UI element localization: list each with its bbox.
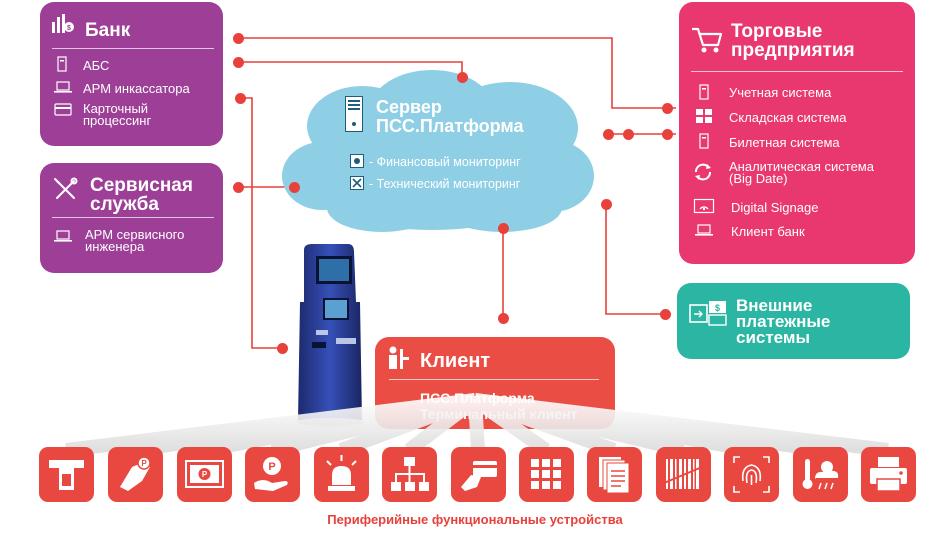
bank-item-abs: АБС [83, 58, 110, 73]
external-box: $ Внешние платежные системы [677, 283, 910, 359]
climate-sensor-icon [802, 459, 839, 490]
connector-dot [600, 198, 612, 210]
service-title: Сервисная служба [90, 175, 193, 215]
peripheral-fingerprint-scanner [724, 447, 779, 502]
peripheral-coin-dispenser: P [245, 447, 300, 502]
peripheral-cash-dispenser [39, 447, 94, 502]
connector-dot [234, 92, 246, 104]
analytics-icon [695, 163, 711, 181]
svg-text:$: $ [715, 303, 720, 313]
svg-text:P: P [268, 461, 275, 473]
printer-icon [870, 457, 907, 492]
bank-title: Банк [85, 20, 131, 41]
peripheral-document-printer [587, 447, 642, 502]
connector-dot [232, 181, 244, 193]
server-icon [699, 133, 709, 149]
laptop-icon [695, 224, 713, 236]
barcode-scanner-icon [663, 459, 703, 489]
server-title: Сервер ПСС.Платформа [376, 97, 524, 136]
client-title: Клиент [420, 350, 491, 372]
connector-dot [456, 71, 468, 83]
peripheral-alarm-light [314, 447, 369, 502]
server-cloud [282, 70, 594, 232]
alarm-light-icon [326, 455, 357, 491]
tools-icon [54, 177, 78, 199]
peripheral-banknote-acceptor: P [177, 447, 232, 502]
bank-item-arm-collector: АРМ инкассатора [83, 81, 190, 96]
connector-dot [659, 308, 671, 320]
server-item-technical: - Технический мониторинг [369, 177, 521, 191]
connector-dot [497, 312, 509, 324]
connector-dot [661, 102, 673, 114]
trade-item-warehouse: Складская система [729, 110, 847, 125]
cart-icon [692, 27, 723, 53]
peripheral-printer [861, 447, 916, 502]
server-item-financial: - Финансовый мониторинг [369, 155, 521, 169]
trade-box: Торговые предприятия Учетная система Скл… [679, 2, 915, 264]
peripheral-climate-sensor [793, 447, 848, 502]
trade-divider [691, 71, 903, 72]
bank-item-card-processing: Карточный процессинг [83, 101, 152, 128]
server-tower-icon [345, 96, 363, 132]
connector-dot [232, 56, 244, 68]
coin-dispenser-icon: P [254, 457, 288, 491]
peripheral-card-reader: P [108, 447, 163, 502]
keypad-icon [531, 459, 561, 489]
peripheral-nfc-card [451, 447, 506, 502]
document-printer-icon [599, 457, 630, 494]
connector-dot [497, 222, 509, 234]
trade-item-accounting: Учетная система [729, 85, 832, 100]
peripheral-keypad [519, 447, 574, 502]
signage-icon [693, 198, 715, 214]
card-icon [54, 103, 72, 116]
connector-dot [622, 128, 634, 140]
tech-monitor-icon [350, 176, 364, 190]
trade-title: Торговые предприятия [731, 21, 855, 61]
trade-item-ticketing: Билетная система [729, 135, 840, 150]
network-icon [391, 457, 429, 491]
bank-divider [52, 48, 214, 49]
connector-dot [661, 128, 673, 140]
fingerprint-scanner-icon [733, 456, 770, 493]
service-box: Сервисная служба АРМ сервисного инженера [40, 163, 223, 273]
svg-text:P: P [202, 470, 208, 479]
bank-icon: $ [52, 14, 74, 33]
warehouse-icon [696, 109, 712, 123]
bank-box: $ Банк АБС АРМ инкассатора Карточный про… [40, 2, 223, 146]
banknote-acceptor-icon: P [185, 460, 224, 488]
connector-dot [276, 342, 288, 354]
server-icon [57, 56, 67, 72]
external-title: Внешние платежные системы [736, 296, 831, 347]
trade-item-signage: Digital Signage [731, 200, 819, 215]
peripheral-fan [65, 393, 889, 457]
laptop-icon [54, 81, 72, 93]
client-divider [389, 379, 599, 380]
trade-item-client-bank: Клиент банк [731, 224, 805, 239]
peripheral-network [382, 447, 437, 502]
peripheral-barcode-scanner [656, 447, 711, 502]
monitor-icon [350, 154, 364, 168]
svg-text:$: $ [67, 25, 71, 32]
card-reader-icon: P [120, 456, 151, 491]
nfc-card-icon [461, 461, 497, 491]
cash-dispenser-icon [49, 460, 84, 490]
peripherals-caption: Периферийные функциональные устройства [327, 512, 623, 527]
service-divider [52, 217, 214, 218]
server-icon [699, 84, 709, 100]
connector-dot [602, 128, 614, 140]
connector-dot [232, 32, 244, 44]
service-item-arm-engineer: АРМ сервисного инженера [85, 227, 185, 254]
connector-dot [288, 181, 300, 193]
svg-text:P: P [141, 459, 147, 468]
trade-item-analytics: Аналитическая система (Big Date) [729, 159, 874, 186]
laptop-icon [54, 230, 72, 242]
client-person-icon [389, 346, 409, 369]
payment-exchange-icon: $ [689, 301, 727, 326]
